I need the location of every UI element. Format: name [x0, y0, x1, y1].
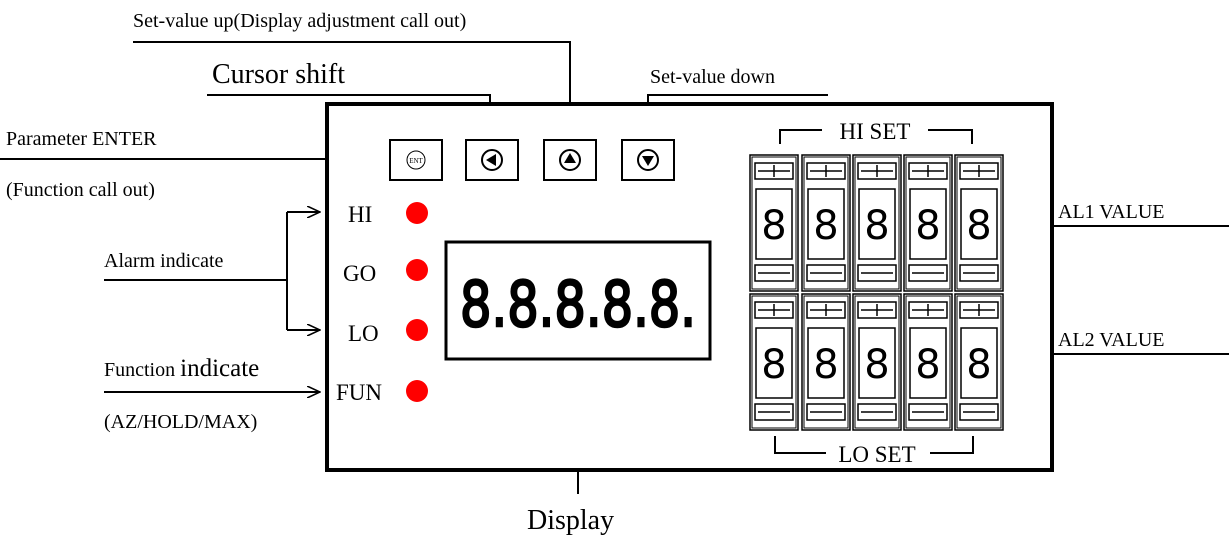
lo-set-digit-window-4 [909, 327, 947, 399]
lo-set-increment-button-5[interactable] [959, 301, 999, 319]
hi-set-digit-window-1 [755, 188, 793, 260]
led-label-lo: LO [348, 321, 379, 346]
al1-value-label: AL1 VALUE [1058, 201, 1164, 223]
lo-set-thumbwheel-3[interactable]: 8 [852, 293, 902, 431]
lo-set-label: LO SET [838, 442, 915, 467]
cursor-shift-label: Cursor shift [212, 59, 345, 90]
set-value-down-key[interactable] [621, 139, 675, 181]
hi-set-decrement-button-5[interactable] [959, 264, 999, 282]
hi-set-digit-5: 8 [966, 203, 991, 249]
lo-led [406, 319, 428, 341]
hi-set-thumbwheel-4[interactable]: 8 [903, 154, 953, 292]
hi-set-increment-button-5[interactable] [959, 162, 999, 180]
hi-set-label: HI SET [840, 119, 911, 144]
led-label-go: GO [343, 261, 376, 286]
led-row-fun: FUN [336, 380, 428, 405]
led-label-hi: HI [348, 202, 372, 227]
lo-set-digit-window-1 [755, 327, 793, 399]
lo-set-decrement-button-1[interactable] [754, 403, 794, 421]
lo-set-increment-button-1[interactable] [754, 301, 794, 319]
display-callout-label: Display [527, 505, 614, 536]
hi-set-increment-button-2[interactable] [806, 162, 846, 180]
hi-set-increment-button-1[interactable] [754, 162, 794, 180]
left-triangle-icon [486, 154, 496, 166]
lo-set-decrement-button-3[interactable] [857, 403, 897, 421]
led-label-fun: FUN [336, 380, 382, 405]
lo-set-decrement-button-2[interactable] [806, 403, 846, 421]
function-call-out-label: (Function call out) [6, 179, 155, 201]
hi-set-thumbwheel-3[interactable]: 8 [852, 154, 902, 292]
led-row-hi: HI [348, 202, 428, 227]
set-value-up-arrow [133, 41, 570, 124]
down-triangle-icon [642, 156, 654, 166]
lo-set-digit-3: 8 [864, 342, 889, 388]
hi-set-bracket [779, 129, 973, 144]
hi-set-decrement-button-4[interactable] [908, 264, 948, 282]
hi-set-digit-window-5 [960, 188, 998, 260]
hi-set-decrement-button-3[interactable] [857, 264, 897, 282]
alarm-indicate-label: Alarm indicate [104, 250, 224, 272]
lo-set-digit-1: 8 [761, 342, 786, 388]
lo-set-thumbwheel-1[interactable]: 8 [749, 293, 799, 431]
lo-set-digit-window-3 [858, 327, 896, 399]
led-row-go: GO [343, 259, 428, 286]
hi-set-digit-3: 8 [864, 203, 889, 249]
lo-set-thumbwheel-2[interactable]: 8 [801, 293, 851, 431]
fun-led [406, 380, 428, 402]
hi-set-decrement-button-1[interactable] [754, 264, 794, 282]
lo-set-decrement-button-4[interactable] [908, 403, 948, 421]
hi-set-thumbwheel-1[interactable]: 8 [749, 154, 799, 292]
lo-set-digit-4: 8 [915, 342, 940, 388]
parameter-enter-label: Parameter ENTER [6, 128, 157, 150]
hi-set-thumbwheel-5[interactable]: 8 [954, 154, 1004, 292]
hi-set-increment-button-3[interactable] [857, 162, 897, 180]
function-indicate-prefix: Function [104, 359, 175, 381]
callout-lines [0, 41, 1229, 494]
go-led [406, 259, 428, 281]
lo-set-increment-button-3[interactable] [857, 301, 897, 319]
lo-set-digit-window-5 [960, 327, 998, 399]
hi-set-digit-window-4 [909, 188, 947, 260]
set-value-up-label: Set-value up(Display adjustment call out… [133, 10, 466, 32]
hi-set-decrement-button-2[interactable] [806, 264, 846, 282]
hi-set-digit-2: 8 [813, 203, 838, 249]
lo-set-increment-button-2[interactable] [806, 301, 846, 319]
hi-set-digit-window-3 [858, 188, 896, 260]
lo-set-digit-window-2 [807, 327, 845, 399]
up-triangle-icon [564, 153, 576, 163]
lo-set-bracket [774, 436, 974, 454]
hi-led [406, 202, 428, 224]
main-display-value: 8.8.8.8.8. [460, 268, 696, 341]
hi-set-digit-1: 8 [761, 203, 786, 249]
hi-set-digit-4: 8 [915, 203, 940, 249]
hi-set-thumbwheel-2[interactable]: 8 [801, 154, 851, 292]
function-indicate-suffix: indicate [180, 355, 259, 382]
set-value-down-label: Set-value down [650, 66, 775, 88]
hi-set-increment-button-4[interactable] [908, 162, 948, 180]
hi-set-digit-window-2 [807, 188, 845, 260]
al2-value-label: AL2 VALUE [1058, 329, 1164, 351]
lo-set-increment-button-4[interactable] [908, 301, 948, 319]
lo-set-digit-5: 8 [966, 342, 991, 388]
ent-key[interactable]: ENT [389, 139, 443, 181]
led-row-lo: LO [348, 319, 428, 346]
function-modes-label: (AZ/HOLD/MAX) [104, 411, 257, 433]
lo-set-decrement-button-5[interactable] [959, 403, 999, 421]
ent-key-icon-text: ENT [409, 157, 423, 165]
lo-set-thumbwheel-5[interactable]: 8 [954, 293, 1004, 431]
ent-key-icon [406, 150, 426, 170]
main-display: 8.8.8.8.8. [444, 240, 712, 361]
set-value-up-key[interactable] [543, 139, 597, 181]
lo-set-thumbwheel-4[interactable]: 8 [903, 293, 953, 431]
cursor-left-key[interactable] [465, 139, 519, 181]
lo-set-digit-2: 8 [813, 342, 838, 388]
